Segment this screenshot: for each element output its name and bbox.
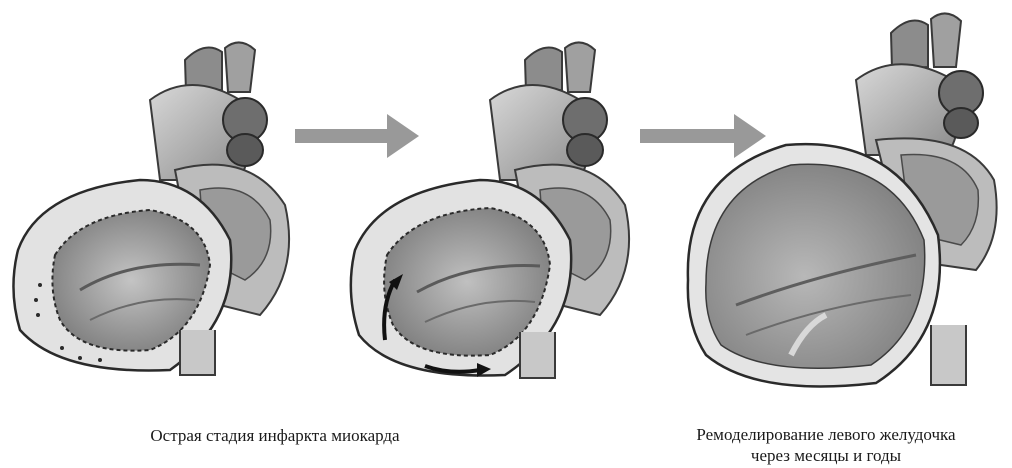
heart-cross-section-icon [0, 30, 305, 390]
heart-expanding-stage [345, 30, 650, 390]
heart-cross-section-expanding-icon [345, 30, 650, 390]
caption-remodeling: Ремоделирование левого желудочка через м… [640, 424, 1012, 466]
heart-cross-section-remodeled-icon [676, 5, 1006, 400]
caption-remodeling-line2: через месяцы и годы [640, 445, 1012, 466]
heart-acute-stage [0, 30, 305, 390]
caption-remodeling-line1: Ремоделирование левого желудочка [640, 424, 1012, 445]
caption-acute-stage: Острая стадия инфаркта миокарда [110, 425, 440, 446]
heart-remodeled-stage [676, 5, 1006, 400]
